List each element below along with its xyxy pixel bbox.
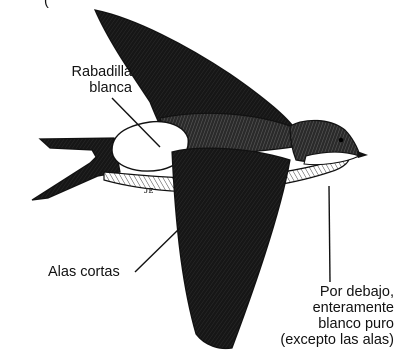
artist-signature: ᴊᴇ xyxy=(144,186,153,196)
leader-short-wings xyxy=(135,228,180,272)
label-white-rump: Rabadilla blanca xyxy=(40,64,132,96)
label-short-wings: Alas cortas xyxy=(48,264,120,280)
throat xyxy=(304,152,359,164)
beak xyxy=(357,151,368,158)
lower-wing xyxy=(172,148,290,348)
label-white-underside: Por debajo, enteramente blanco puro (exc… xyxy=(278,284,394,348)
tail xyxy=(32,138,120,200)
leader-underside xyxy=(329,186,330,282)
eye xyxy=(339,138,344,143)
